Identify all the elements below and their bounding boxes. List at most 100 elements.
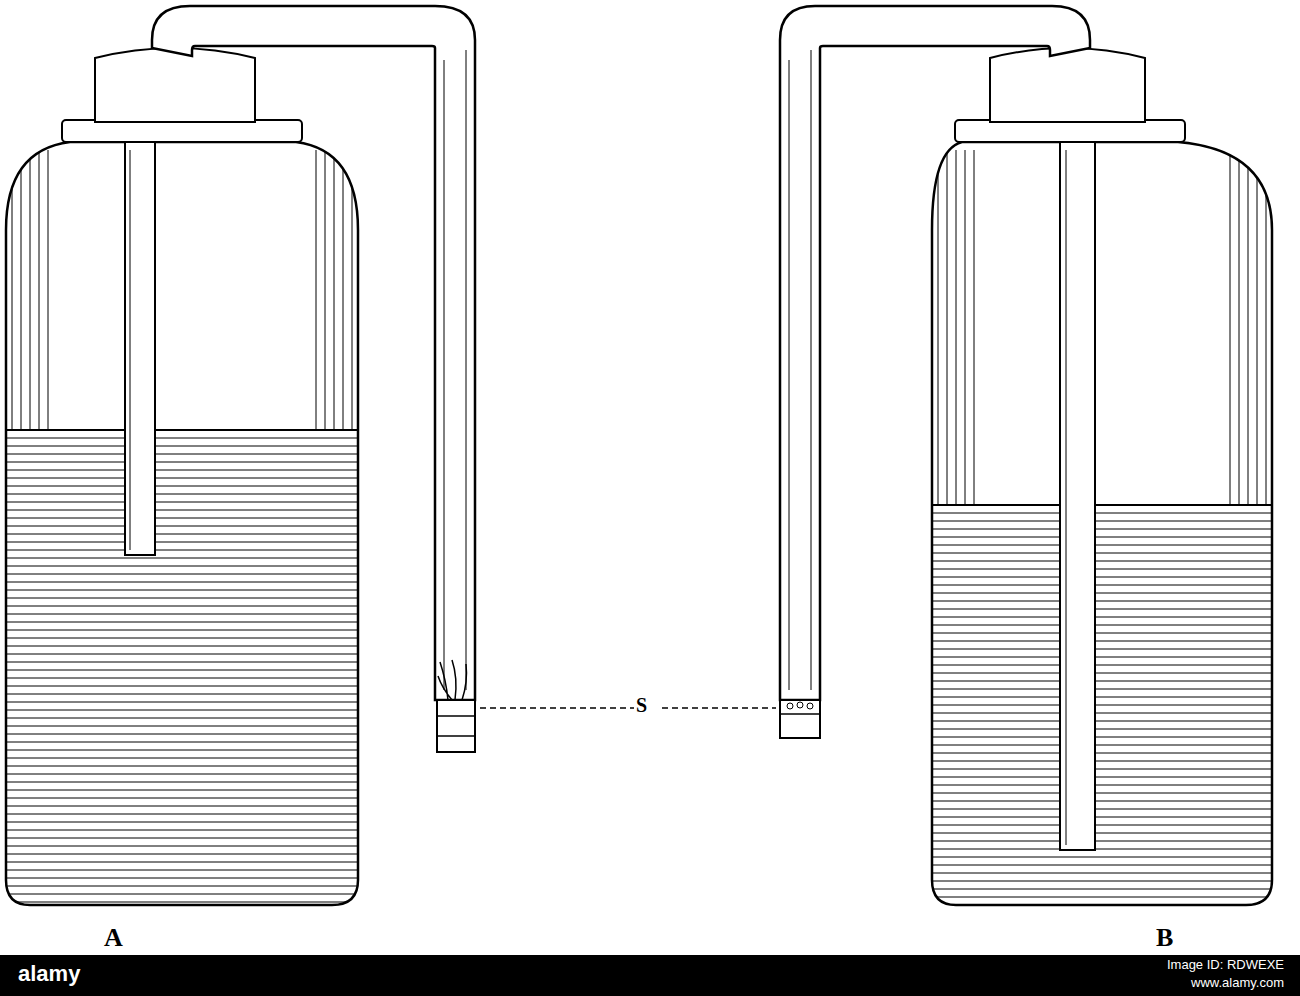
- water-hatch: [6, 726, 358, 727]
- water-hatch: [932, 585, 1272, 586]
- water-hatch: [6, 662, 358, 663]
- water-hatch: [932, 889, 1272, 890]
- water-hatch: [6, 886, 358, 887]
- glass-hatch: [938, 150, 939, 505]
- water-hatch: [6, 814, 358, 815]
- water-hatch: [6, 542, 358, 543]
- water-hatch: [6, 878, 358, 879]
- leader-line: [662, 707, 776, 709]
- water-hatch: [6, 718, 358, 719]
- water-hatch: [6, 854, 358, 855]
- water-hatch: [932, 625, 1272, 626]
- water-hatch: [932, 529, 1272, 530]
- water-hatch: [932, 897, 1272, 898]
- water-hatch: [932, 681, 1272, 682]
- bottle-b: [780, 6, 1272, 905]
- water-hatch: [932, 713, 1272, 714]
- water-hatch: [6, 750, 358, 751]
- water-hatch: [932, 649, 1272, 650]
- water-hatch: [932, 577, 1272, 578]
- water-hatch: [6, 582, 358, 583]
- water-hatch: [6, 646, 358, 647]
- glass-hatch: [352, 150, 353, 430]
- water-hatch: [932, 777, 1272, 778]
- bottle-a: [6, 6, 475, 905]
- water-hatch: [932, 817, 1272, 818]
- water-hatch: [6, 830, 358, 831]
- water-hatch: [6, 734, 358, 735]
- water-hatch: [6, 638, 358, 639]
- water-hatch: [6, 526, 358, 527]
- water-hatch: [6, 774, 358, 775]
- water-hatch: [6, 630, 358, 631]
- water-hatch: [932, 545, 1272, 546]
- water-hatch: [6, 566, 358, 567]
- glass-hatch: [325, 150, 326, 430]
- water-hatch: [932, 689, 1272, 690]
- glass-hatch: [965, 150, 966, 505]
- water-hatch: [6, 838, 358, 839]
- water-hatch: [932, 601, 1272, 602]
- water-hatch: [6, 678, 358, 679]
- water-hatch: [932, 769, 1272, 770]
- water-hatch: [6, 574, 358, 575]
- water-hatch: [6, 598, 358, 599]
- water-hatch: [6, 446, 358, 447]
- water-hatch: [6, 438, 358, 439]
- water-hatch: [6, 654, 358, 655]
- water-hatch: [932, 737, 1272, 738]
- water-hatch: [6, 606, 358, 607]
- water-hatch: [6, 782, 358, 783]
- water-hatch: [6, 510, 358, 511]
- water-hatch: [932, 729, 1272, 730]
- water-hatch: [932, 721, 1272, 722]
- water-hatch: [932, 857, 1272, 858]
- water-hatch: [6, 798, 358, 799]
- water-hatch: [932, 521, 1272, 522]
- water-hatch: [6, 534, 358, 535]
- water-hatch: [932, 809, 1272, 810]
- glass-hatch: [956, 150, 957, 505]
- water-hatch: [932, 785, 1272, 786]
- glass-hatch: [334, 150, 335, 430]
- water-hatch: [6, 622, 358, 623]
- leader-line: [480, 707, 634, 709]
- glass-hatch: [947, 150, 948, 505]
- water-hatch: [932, 745, 1272, 746]
- glass-hatch: [39, 150, 40, 430]
- water-hatch: [932, 881, 1272, 882]
- glass-hatch: [316, 150, 317, 430]
- water-hatch: [6, 590, 358, 591]
- water-hatch: [6, 894, 358, 895]
- water-hatch: [6, 846, 358, 847]
- water-hatch: [932, 705, 1272, 706]
- watermark-url: www.alamy.com: [1191, 976, 1284, 990]
- water-hatch: [932, 841, 1272, 842]
- watermark-logo: alamy: [18, 962, 80, 986]
- water-hatch: [6, 614, 358, 615]
- water-hatch: [932, 561, 1272, 562]
- glass-hatch: [48, 150, 49, 430]
- water-hatch: [932, 753, 1272, 754]
- water-hatch: [932, 537, 1272, 538]
- water-hatch: [6, 670, 358, 671]
- water-hatch: [6, 902, 358, 903]
- water-hatch: [6, 478, 358, 479]
- water-hatch: [932, 849, 1272, 850]
- glass-hatch: [343, 150, 344, 430]
- water-hatch: [6, 702, 358, 703]
- water-hatch: [932, 833, 1272, 834]
- glass-hatch: [1239, 150, 1240, 505]
- water-hatch: [6, 494, 358, 495]
- water-hatch: [6, 550, 358, 551]
- water-hatch: [6, 470, 358, 471]
- water-hatch: [6, 518, 358, 519]
- water-hatch: [6, 742, 358, 743]
- watermark-bar: [0, 955, 1300, 996]
- water-hatch: [932, 801, 1272, 802]
- water-hatch: [932, 513, 1272, 514]
- water-hatch: [6, 558, 358, 559]
